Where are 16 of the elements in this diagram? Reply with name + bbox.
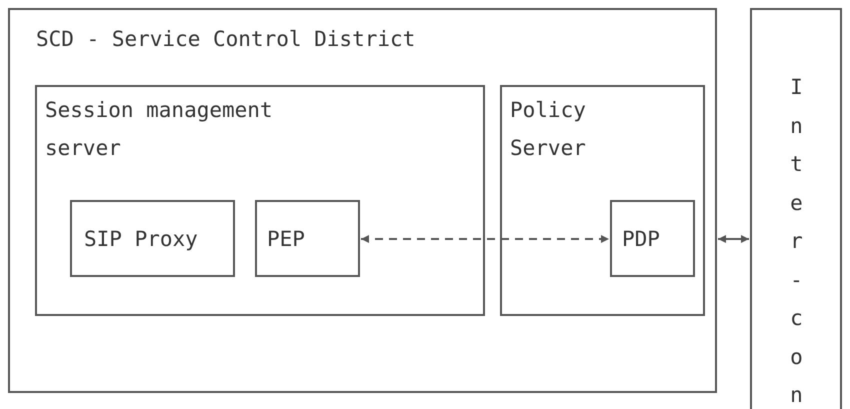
box-label: Session management server: [45, 97, 274, 162]
component-box: [610, 200, 695, 277]
arrow: [361, 235, 609, 243]
box-label: PEP: [267, 226, 306, 253]
box-label: SIP Proxy: [84, 226, 199, 253]
server-box: [35, 85, 485, 316]
server-box: [500, 85, 705, 316]
side-box: [750, 8, 842, 409]
arrow: [718, 235, 749, 243]
component-box: [70, 200, 235, 277]
box-label: Policy Server: [510, 97, 587, 162]
district-box: [8, 8, 717, 393]
box-label: PDP: [622, 226, 661, 253]
box-label: SCD - Service Control District: [36, 26, 416, 53]
vertical-label: Inter-con: [789, 74, 804, 409]
component-box: [255, 200, 360, 277]
